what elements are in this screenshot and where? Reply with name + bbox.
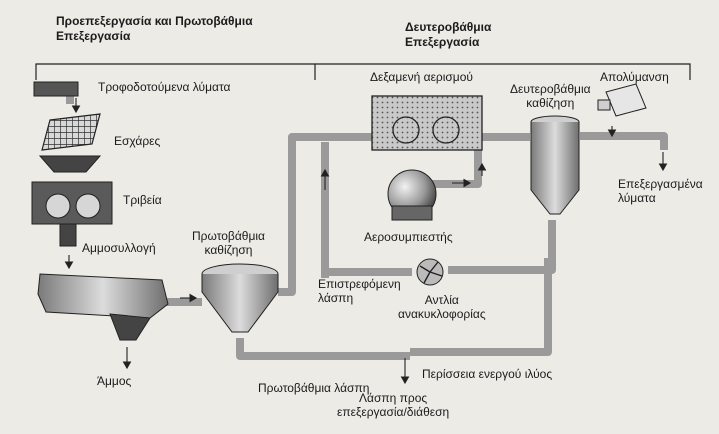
grit-chamber-unit: [37, 273, 169, 341]
primary-clarifier-unit: [201, 263, 279, 333]
secondary-clarifier-unit: [530, 115, 580, 215]
pipe-primary-sludge: [236, 338, 410, 360]
header-secondary: Δευτεροβάθμια Επεξεργασία: [405, 20, 491, 50]
header-secondary-line1: Δευτεροβάθμια: [405, 20, 492, 34]
screens-unit: [38, 113, 102, 173]
header-brackets: [35, 63, 691, 80]
flow-arrows: [64, 98, 668, 385]
label-disinfection: Απολύμανση: [600, 70, 669, 84]
label-secondary-clarifier-line1: Δευτεροβάθμια: [510, 82, 591, 96]
label-sludge-to-treatment-line1: Λάσπη προς: [358, 391, 428, 405]
label-secondary-clarifier-line2: καθίζηση: [526, 96, 575, 110]
label-primary-clarifier: Πρωτοβάθμια καθίζηση: [192, 229, 265, 257]
label-secondary-clarifier: Δευτεροβάθμια καθίζηση: [510, 82, 591, 110]
label-grit-chamber: Αμμοσυλλογή: [82, 241, 156, 255]
secondary-bracket: [315, 63, 691, 80]
header-secondary-line2: Επεξεργασία: [405, 35, 480, 49]
pipe-excess-sludge: [410, 258, 552, 356]
pipe-effluent: [580, 132, 668, 150]
label-comminutor: Τριβεία: [123, 193, 162, 207]
label-aeration-tank: Δεξαμενή αερισμού: [370, 70, 473, 84]
air-blower-unit: [387, 169, 437, 221]
pipe-air: [432, 150, 482, 188]
header-pretreatment-line2: Επεξεργασία: [56, 29, 131, 43]
label-excess-sludge: Περίσσεια ενεργού ιλύος: [422, 367, 553, 381]
label-return-sludge-line2: λάσπη: [318, 291, 354, 305]
influent-channel: [33, 81, 79, 97]
label-blower: Αεροσυμπιεστής: [364, 230, 453, 244]
label-primary-clarifier-line2: καθίζηση: [204, 243, 253, 257]
pretreatment-bracket: [35, 63, 316, 80]
label-treated-effluent-line1: Επεξεργασμένα: [618, 177, 703, 191]
aeration-tank-unit: [371, 95, 483, 151]
label-treated-effluent-line2: λύματα: [618, 191, 656, 205]
disinfection-unit: [597, 83, 647, 117]
header-pretreatment-line1: Προεπεξεργασία και Πρωτοβάθμια: [56, 14, 253, 28]
label-primary-clarifier-line1: Πρωτοβάθμια: [192, 229, 265, 243]
recirculation-pump-unit: [416, 258, 444, 286]
label-recirculation-pump: Αντλία ανακυκλοφορίας: [398, 293, 486, 321]
label-screens: Εσχάρες: [114, 134, 161, 148]
label-return-sludge: Επιστρεφόμενη λάσπη: [318, 277, 401, 305]
label-return-sludge-line1: Επιστρεφόμενη: [318, 277, 401, 291]
label-primary-sludge: Πρωτοβάθμια λάσπη: [258, 381, 370, 395]
label-recirculation-pump-line2: ανακυκλοφορίας: [398, 307, 486, 321]
label-sludge-to-treatment-line2: επεξεργασία/διάθεση: [337, 405, 450, 419]
header-pretreatment: Προεπεξεργασία και Πρωτοβάθμια Επεξεργασ…: [56, 14, 253, 44]
pipe-primary-to-aeration: [278, 133, 372, 296]
label-recirculation-pump-line1: Αντλία: [424, 293, 459, 307]
label-treated-effluent: Επεξεργασμένα λύματα: [618, 177, 703, 205]
label-influent: Τροφοδοτούμενα λύματα: [98, 80, 231, 94]
label-sludge-to-treatment: Λάσπη προς επεξεργασία/διάθεση: [337, 391, 449, 419]
label-sand: Άμμος: [97, 374, 132, 388]
comminutor-unit: [31, 181, 113, 247]
pipe-clarifier-to-pump: [448, 220, 556, 274]
